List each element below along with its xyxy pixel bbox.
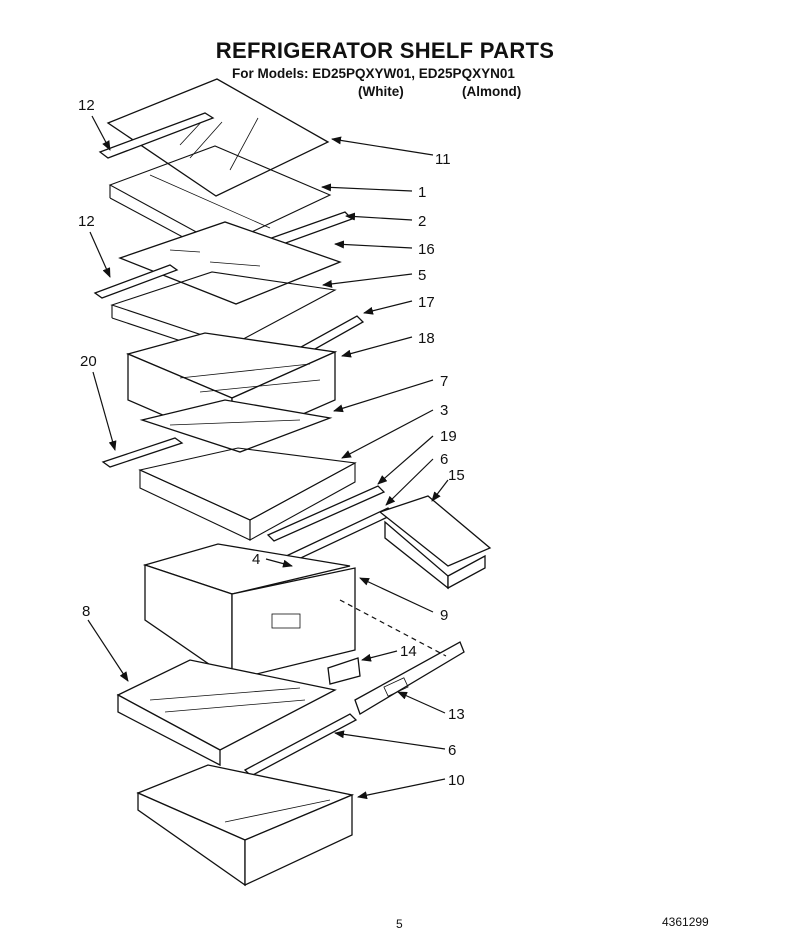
models-line: For Models: ED25PQXYW01, ED25PQXYN01 xyxy=(232,66,515,81)
callout-6-upper: 6 xyxy=(440,451,448,468)
part-10-crisper-drawer xyxy=(136,764,355,887)
part-12-lower-trim xyxy=(93,264,179,299)
callout-1: 1 xyxy=(418,184,426,201)
callout-20: 20 xyxy=(80,353,97,370)
part-7-glass-panel xyxy=(139,399,333,453)
callout-18: 18 xyxy=(418,330,435,347)
callout-4: 4 xyxy=(252,551,260,568)
page-number: 5 xyxy=(396,917,403,931)
callout-7: 7 xyxy=(440,373,448,390)
callout-8: 8 xyxy=(82,603,90,620)
part-14-control-knob xyxy=(327,657,361,685)
callout-3: 3 xyxy=(440,402,448,419)
callout-16: 16 xyxy=(418,241,435,258)
part-11-glass-shelf xyxy=(106,78,330,197)
part-16-glass-insert xyxy=(118,221,342,305)
part-15-door-bin xyxy=(378,495,492,590)
part-19-strip xyxy=(266,485,386,542)
part-6-strip-upper xyxy=(280,507,396,565)
callout-6-lower: 6 xyxy=(448,742,456,759)
part-13-control-plate xyxy=(354,641,465,715)
callout-2: 2 xyxy=(418,213,426,230)
callout-10: 10 xyxy=(448,772,465,789)
variant-white: (White) xyxy=(358,84,404,99)
document-number: 4361299 xyxy=(662,915,709,929)
callout-17: 17 xyxy=(418,294,435,311)
callout-12-lower: 12 xyxy=(78,213,95,230)
page-title: REFRIGERATOR SHELF PARTS xyxy=(215,38,555,63)
callout-labels: 12 11 1 2 12 16 5 17 18 20 7 3 19 6 15 4… xyxy=(78,97,465,789)
callout-11: 11 xyxy=(435,151,451,168)
part-12-upper-trim xyxy=(98,112,215,159)
callout-13: 13 xyxy=(448,706,465,723)
leader-lines xyxy=(87,115,449,800)
callout-12-upper: 12 xyxy=(78,97,95,114)
variant-almond: (Almond) xyxy=(462,84,522,99)
part-20-trim xyxy=(101,437,184,468)
callout-5: 5 xyxy=(418,267,426,284)
callout-19: 19 xyxy=(440,428,457,445)
callout-14: 14 xyxy=(400,643,417,660)
part-3-frame xyxy=(138,447,357,541)
part-9-drawer xyxy=(142,543,356,682)
callout-15: 15 xyxy=(448,467,465,484)
callout-9: 9 xyxy=(440,607,448,624)
part-8-glass-cover xyxy=(116,659,337,767)
